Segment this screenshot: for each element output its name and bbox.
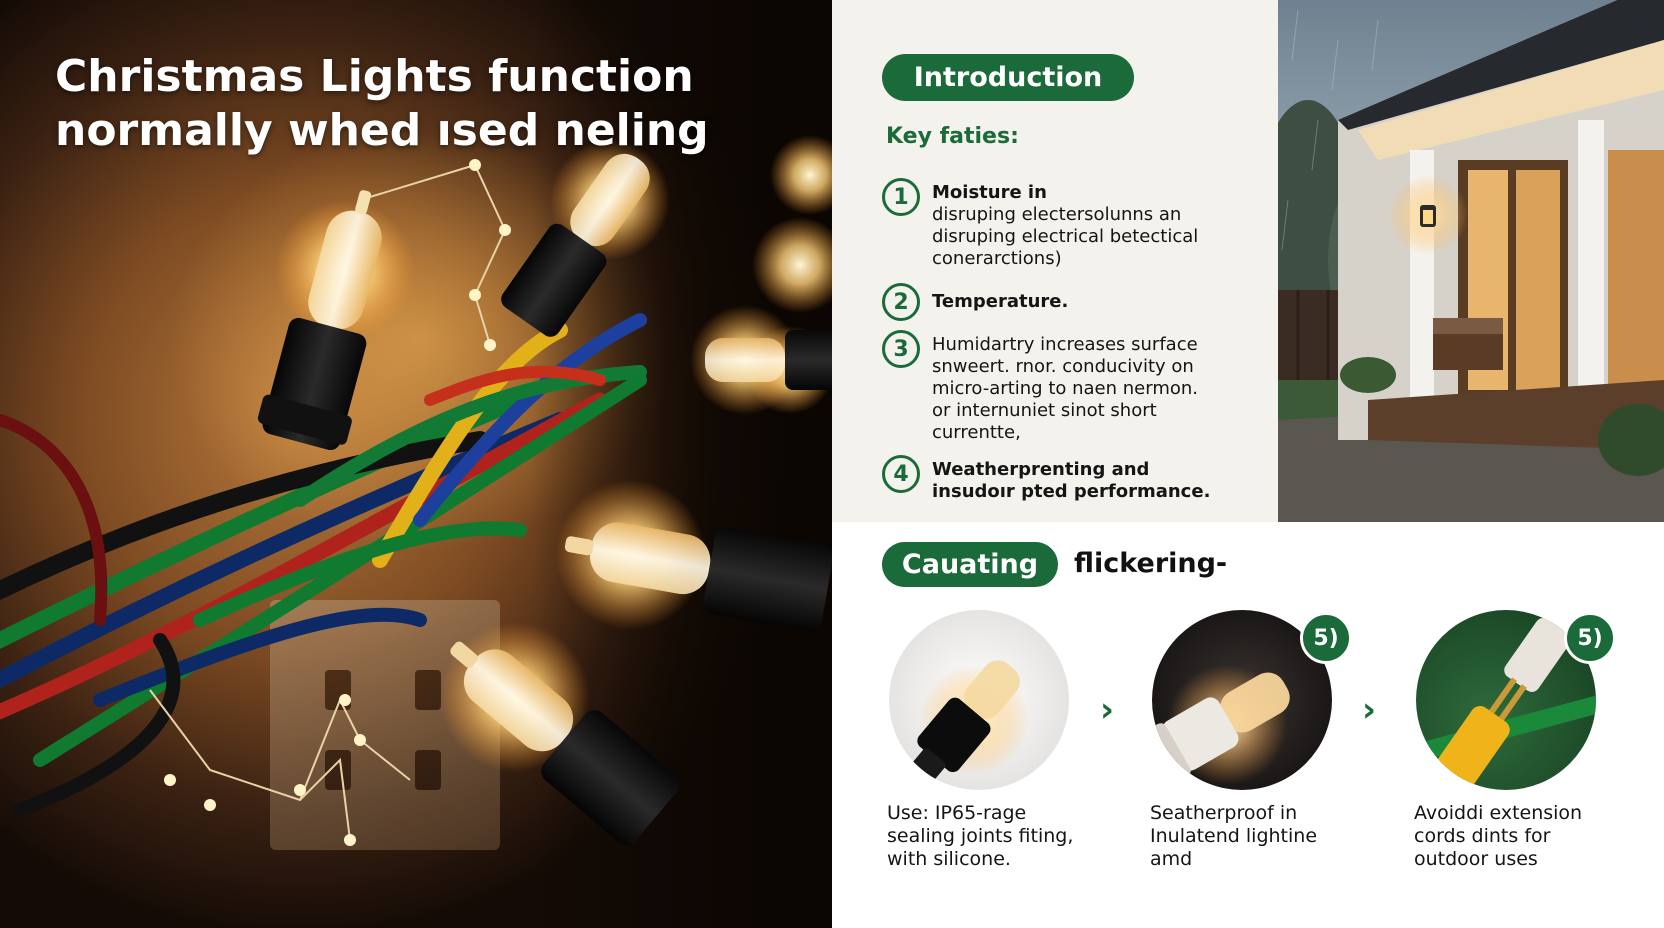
house-porch-photo (1278, 0, 1664, 522)
hero-photo: Christmas Lights function normally whed … (0, 0, 832, 928)
tip-1-photo (889, 610, 1069, 790)
hero-title: Christmas Lights function normally whed … (55, 50, 775, 158)
light-string-illustration (0, 135, 832, 846)
tip-1-line-2: sealing joints fiting, (887, 825, 1074, 847)
causes-pill: Cauating (882, 542, 1058, 587)
chevron-right-icon: › (1100, 690, 1115, 730)
factor-3-line-4: or internuniet sinot short (932, 400, 1157, 421)
numbered-circle-icon: 3 (882, 330, 920, 368)
hero-title-line-2: normally whed ısed neling (55, 105, 709, 156)
factor-1-line-3: disruping electrical betectical (932, 226, 1199, 247)
tip-3-line-1: Avoiddi extension (1414, 802, 1583, 824)
key-factors-title: Key faties: (886, 124, 1019, 149)
factor-4-line-2: insudoır pted performance. (932, 481, 1211, 502)
tip-card-2: 5) Seatherproof in Inulatend lightine am… (1150, 610, 1400, 910)
factor-2-line-1: Temperature. (932, 291, 1069, 312)
factor-1-line-2: disruping electersolunns an (932, 204, 1182, 225)
factor-1-line-4: conerarctions) (932, 248, 1062, 269)
tip-2-line-3: amd (1150, 848, 1193, 870)
tip-2-line-2: Inulatend lightine (1150, 825, 1318, 847)
chevron-right-icon: › (1362, 690, 1377, 730)
factor-4-line-1: Weatherprenting and (932, 459, 1150, 480)
factor-3-line-2: snweert. rnor. conducivity on (932, 356, 1194, 377)
introduction-panel: Introduction Key faties: 1 Moisture in d… (832, 0, 1278, 522)
hero-title-line-1: Christmas Lights function (55, 51, 694, 102)
numbered-circle-icon: 1 (882, 178, 920, 216)
factor-3-line-5: currentte, (932, 422, 1021, 443)
tip-2-line-1: Seatherproof in (1150, 802, 1298, 824)
tip-2-caption: Seatherproof in Inulatend lightine amd (1150, 802, 1400, 871)
tip-1-line-3: with silicone. (887, 848, 1011, 870)
causes-heading: flickering- (1074, 548, 1228, 579)
tip-card-3: 5) Avoiddi extension cords dints for out… (1414, 610, 1664, 910)
tip-3-line-2: cords dints for (1414, 825, 1551, 847)
factor-3-line-3: micro-arting to naen nermon. (932, 378, 1199, 399)
tip-1-caption: Use: IP65-rage sealing joints fiting, wi… (887, 802, 1137, 871)
numbered-circle-icon: 4 (882, 455, 920, 493)
introduction-pill: Introduction (882, 54, 1134, 101)
tip-2-badge: 5) (1300, 612, 1352, 664)
causes-section: Cauating flickering- Use: IP65-rage s (832, 522, 1664, 928)
tip-3-caption: Avoiddi extension cords dints for outdoo… (1414, 802, 1664, 871)
factor-1-line-1: Moisture in (932, 182, 1047, 203)
tip-3-line-3: outdoor uses (1414, 848, 1538, 870)
tip-1-line-1: Use: IP65-rage (887, 802, 1027, 824)
factor-3-line-1: Humidartry increases surface (932, 334, 1198, 355)
tip-card-1: Use: IP65-rage sealing joints fiting, wi… (887, 610, 1137, 910)
numbered-circle-icon: 2 (882, 283, 920, 321)
tip-3-badge: 5) (1564, 612, 1616, 664)
